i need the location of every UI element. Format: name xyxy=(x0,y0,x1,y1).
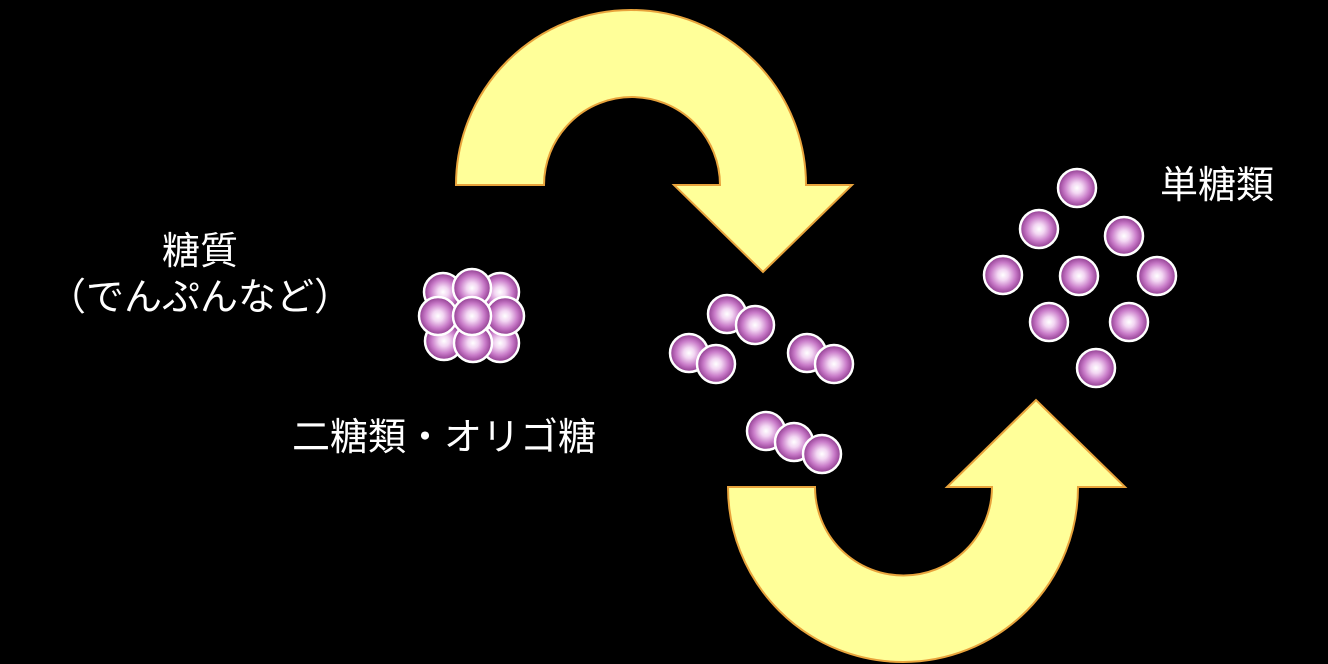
disaccharide-group xyxy=(668,293,855,385)
monosaccharide-label: 単糖類 xyxy=(1160,163,1275,207)
glucose-sphere xyxy=(1075,347,1117,389)
starch-molecule-cluster xyxy=(417,267,526,364)
glucose-sphere xyxy=(734,304,776,346)
starch-label-line2: （でんぷんなど） xyxy=(47,275,352,319)
glucose-sphere xyxy=(695,343,737,385)
glucose-sphere xyxy=(813,343,855,385)
glucose-sphere xyxy=(982,254,1024,296)
glucose-sphere xyxy=(801,433,843,475)
lower-curved-arrow xyxy=(726,398,1128,663)
upper-curved-arrow xyxy=(454,9,855,274)
glucose-sphere xyxy=(1028,301,1070,343)
oligosaccharide-chain xyxy=(745,410,843,475)
glucose-sphere xyxy=(1108,301,1150,343)
glucose-sphere xyxy=(1058,255,1100,297)
monosaccharide-group xyxy=(982,167,1178,389)
glucose-sphere xyxy=(1056,167,1098,209)
glucose-sphere xyxy=(1136,255,1178,297)
glucose-sphere xyxy=(1018,208,1060,250)
starch-label-line1: 糖質 xyxy=(161,229,238,273)
starch-label: 糖質 （でんぷんなど） xyxy=(0,228,400,320)
disaccharide-label: 二糖類・オリゴ糖 xyxy=(292,415,597,459)
glucose-sphere xyxy=(1103,215,1145,257)
glucose-sphere xyxy=(417,295,459,337)
glucose-sphere xyxy=(451,295,493,337)
